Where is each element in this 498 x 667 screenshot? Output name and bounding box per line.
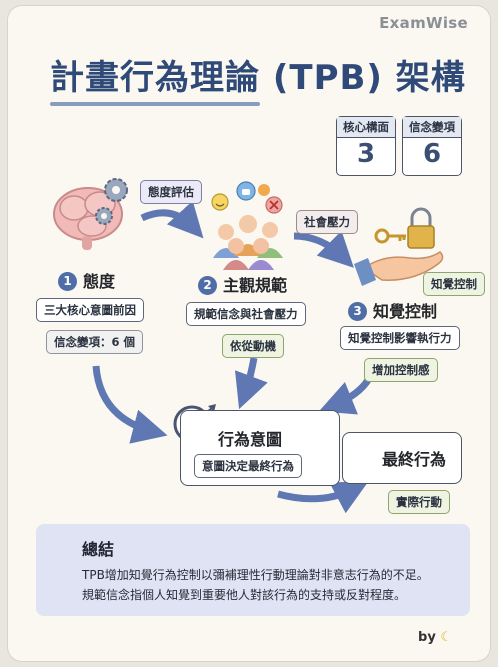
control-heading: 3 知覺控制 [348,298,437,322]
norm-heading-text: 主觀規範 [223,276,288,295]
attitude-pill-2: 信念變項：6 個 [46,330,144,354]
behavior-box [342,432,462,484]
summary-panel: 總結 TPB增加知覺行為控制以彌補理性行動理論對非意志行為的不足。 規範信念指個… [36,524,470,616]
step-number-2: 2 [198,276,217,295]
key-icon [374,228,406,244]
arrow-norm-to-control [293,230,354,268]
gear-icon [95,178,128,225]
page-title: 計畫行為理論 (TPB) 架構 [50,58,466,98]
brand-logo: ExamWise [379,14,468,32]
stat-belief-variables: 信念變項 6 [402,116,462,176]
stat-value: 6 [422,139,442,169]
infographic-card: ExamWise 計畫行為理論 (TPB) 架構 核心構面 3 信念變項 6 [8,6,490,661]
label-perceived-control: 知覺控制 [423,272,485,296]
title-underline [50,102,260,106]
smiley-icon [211,193,229,211]
brain-icon [53,187,123,250]
summary-line-1: TPB增加知覺行為控制以彌補理性行動理論對非意志行為的不足。 [82,568,429,582]
attitude-pill-1: 三大核心意圖前因 [36,298,144,322]
label-social-pressure: 社會壓力 [296,210,358,234]
attitude-heading: 1 態度 [58,268,115,292]
stat-label: 信念變項 [403,117,461,138]
arrow-norm-to-intention [234,357,268,410]
control-heading-text: 知覺控制 [373,302,438,321]
control-pill-1: 知覺控制影響執行力 [340,326,460,350]
control-pill-2: 增加控制感 [364,358,438,382]
stat-label: 核心構面 [337,117,395,138]
signature: by ☾ [418,630,452,645]
stat-value: 3 [356,139,376,169]
x-mark-icon [265,196,283,214]
open-hand-icon [354,251,444,286]
question-icon [258,184,270,196]
thumbs-up-icon [236,181,256,201]
padlock-icon [407,207,435,249]
signature-text: by [418,630,436,645]
label-attitude-eval: 態度評估 [140,180,202,204]
norm-pill-1: 規範信念與社會壓力 [186,302,306,326]
norm-heading: 2 主觀規範 [198,272,287,296]
step-number-3: 3 [348,302,367,321]
intention-heading: 行為意圖 [218,430,283,449]
banana-icon: ☾ [440,630,452,645]
summary-title: 總結 [82,540,115,559]
behavior-heading: 最終行為 [382,450,447,469]
arrow-intention-to-behavior [277,481,369,514]
behavior-pill: 實際行動 [388,490,450,514]
norm-pill-2: 依從動機 [222,334,284,358]
arrow-attitude-to-intention [92,365,168,444]
people-group-icon [213,215,283,270]
summary-line-2: 規範信念指個人知覺到重要他人對該行為的支持或反對程度。 [82,588,407,602]
step-number-1: 1 [58,272,77,291]
attitude-heading-text: 態度 [83,272,116,291]
intention-pill: 意圖決定最終行為 [194,454,302,478]
stat-core-dimensions: 核心構面 3 [336,116,396,176]
arrow-attitude-to-norm [140,200,204,239]
